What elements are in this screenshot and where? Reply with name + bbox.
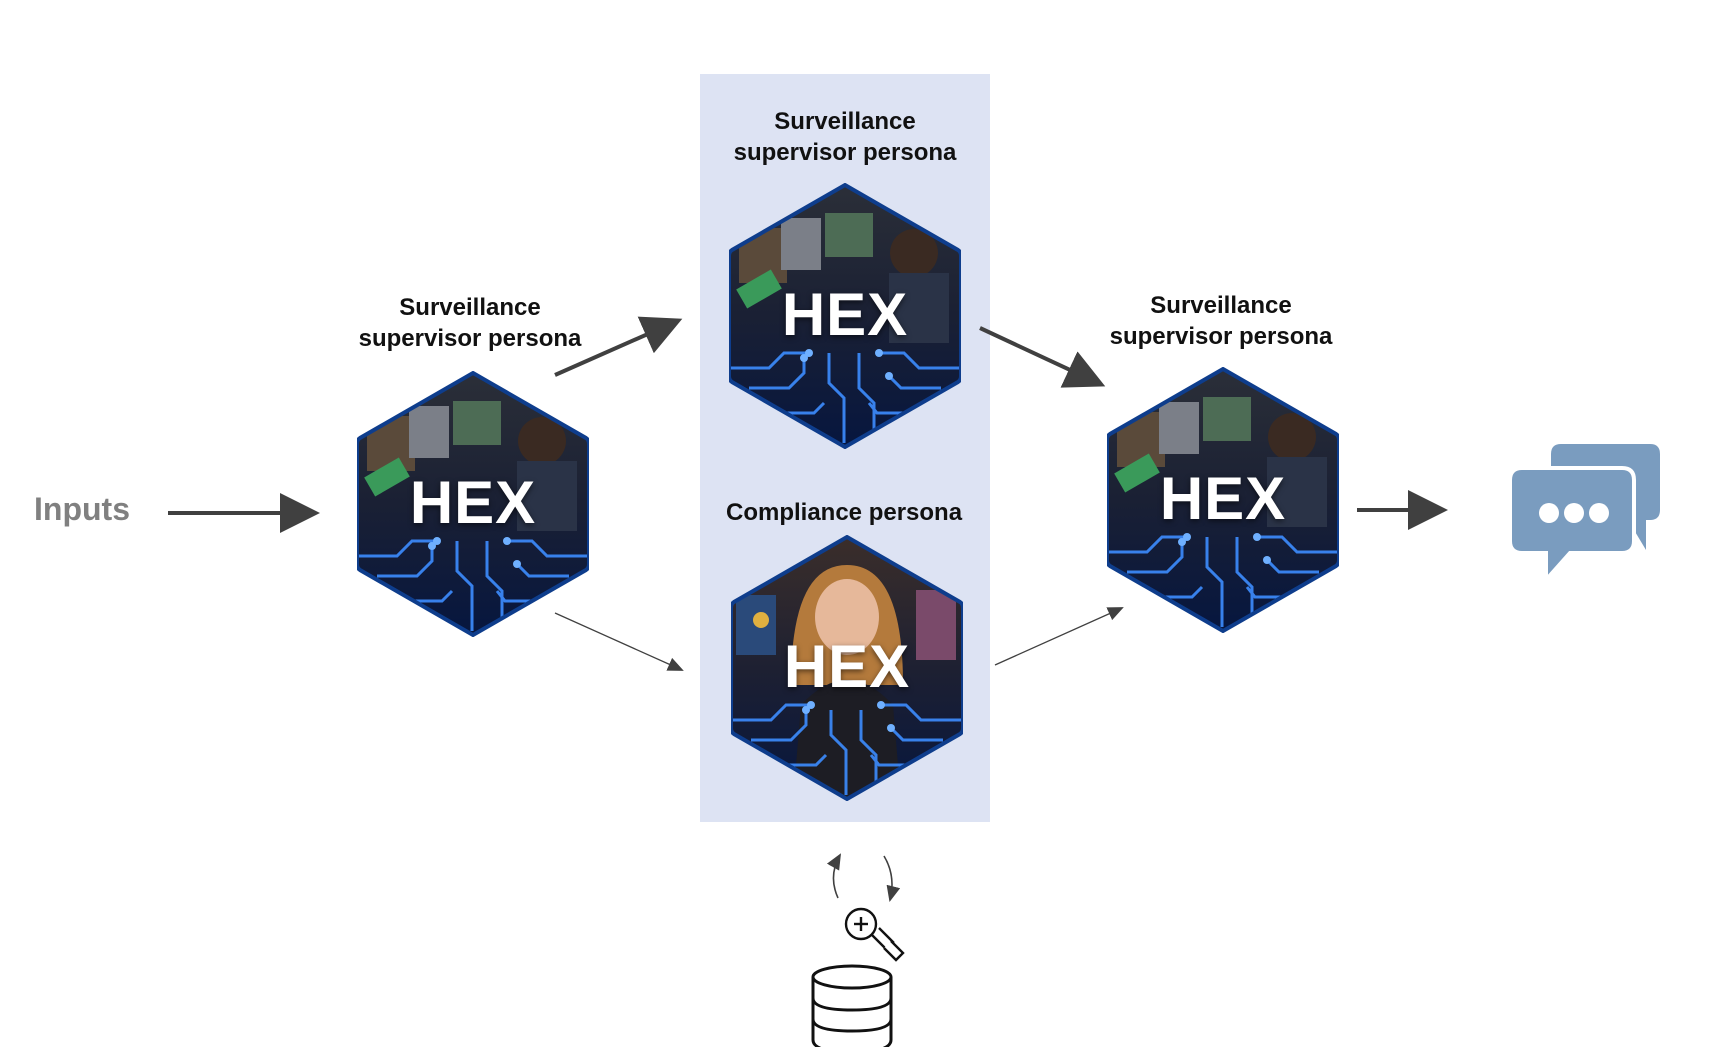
hex-node-bottom: HEX (731, 535, 963, 801)
hex-badge-top: HEX (781, 281, 909, 349)
hex-badge-left: HEX (409, 469, 537, 537)
top-node-title: Surveillance supervisor persona (715, 106, 975, 168)
hex-surveillance-image (729, 183, 961, 449)
arrow-bottom-to-right (994, 607, 1124, 666)
right-title-line2: supervisor persona (1109, 323, 1333, 350)
arrow-top-to-right (979, 326, 1106, 388)
bottom-node-title: Compliance persona (715, 497, 1016, 528)
hex-compliance-image (731, 535, 963, 801)
hex-surveillance-image (357, 371, 589, 637)
hex-node-left: HEX (357, 371, 589, 637)
left-title-line1: Surveillance (399, 294, 541, 321)
database-icon (811, 964, 893, 1047)
search-zoom-icon (844, 907, 905, 962)
hex-badge-right: HEX (1159, 465, 1287, 533)
hex-node-top: HEX (729, 183, 961, 449)
hex-node-right: HEX (1107, 367, 1339, 633)
arrow-left-to-bottom (554, 612, 684, 671)
chat-bubbles-icon (1508, 444, 1660, 586)
inputs-label: Inputs (34, 491, 130, 527)
left-title-line2: supervisor persona (358, 325, 582, 352)
top-title-line2: supervisor persona (733, 139, 957, 166)
right-title-line1: Surveillance (1150, 292, 1292, 319)
hex-badge-bottom: HEX (783, 633, 911, 701)
top-title-line1: Surveillance (774, 108, 916, 135)
right-node-title: Surveillance supervisor persona (1091, 290, 1351, 352)
hex-surveillance-image (1107, 367, 1339, 633)
arrow-left-to-top (554, 316, 683, 377)
left-node-title: Surveillance supervisor persona (340, 292, 600, 354)
refresh-arrows-icon (826, 853, 901, 902)
bottom-title-line1: Compliance persona (726, 499, 963, 526)
